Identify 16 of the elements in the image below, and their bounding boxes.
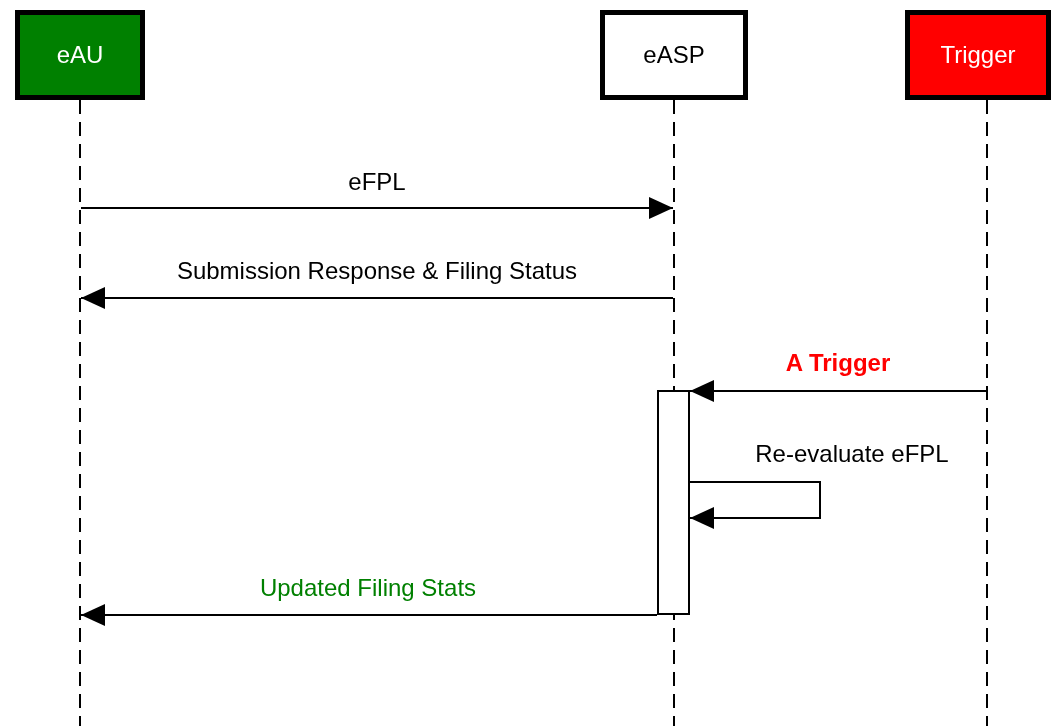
edge-label: Submission Response & Filing Status [176, 259, 578, 283]
arrow [689, 380, 987, 402]
arrow [80, 604, 658, 626]
participant-box: eAU [15, 10, 145, 100]
lifeline [79, 100, 81, 726]
edge-label: Re-evaluate eFPL [755, 442, 949, 466]
participant-box: eASP [600, 10, 748, 100]
activation-bar [657, 390, 690, 615]
arrow [80, 197, 674, 219]
participant-box: Trigger [905, 10, 1051, 100]
lifeline [986, 100, 988, 726]
arrow [689, 481, 821, 529]
edge-label: eFPL [348, 170, 406, 194]
arrow [80, 287, 674, 309]
edge-label: A Trigger [785, 351, 891, 375]
edge-label: Updated Filing Stats [259, 576, 477, 600]
